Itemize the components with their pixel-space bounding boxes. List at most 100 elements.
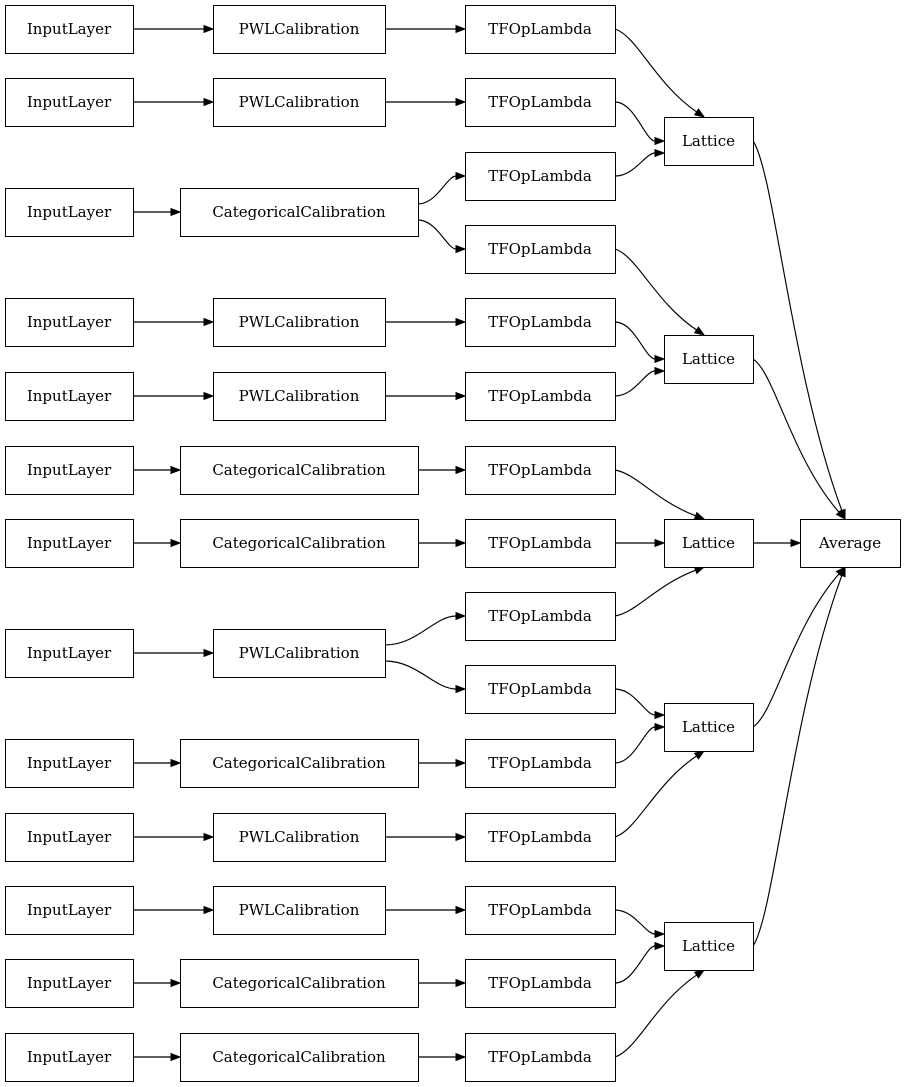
node-box	[179, 958, 420, 1009]
node-label: Lattice	[682, 718, 735, 736]
node-input-layer-1[interactable]: InputLayer	[4, 4, 135, 55]
node-label: TFOpLambda	[488, 20, 592, 38]
node-label: PWLCalibration	[239, 313, 360, 331]
node-input-layer-11[interactable]: InputLayer	[4, 885, 135, 936]
node-box	[663, 702, 755, 753]
node-box	[4, 518, 135, 569]
edge-op4-to-lat2	[614, 248, 706, 336]
node-input-layer-8[interactable]: InputLayer	[4, 628, 135, 679]
node-pwlcalibration-5[interactable]: PWLCalibration	[212, 371, 387, 422]
node-label: CategoricalCalibration	[212, 1048, 386, 1066]
node-input-layer-7[interactable]: InputLayer	[4, 518, 135, 569]
node-categorical-calibration-7[interactable]: CategoricalCalibration	[179, 518, 420, 569]
node-lattice-4[interactable]: Lattice	[663, 702, 755, 753]
node-tfop-lambda-13[interactable]: TFOpLambda	[464, 885, 617, 936]
node-box	[464, 297, 617, 348]
node-input-layer-3[interactable]: InputLayer	[4, 187, 135, 238]
node-tfop-lambda-6[interactable]: TFOpLambda	[464, 371, 617, 422]
edge-arrowhead	[693, 969, 706, 979]
node-box	[464, 4, 617, 55]
edge-arrowhead	[455, 317, 467, 327]
node-tfop-lambda-3[interactable]: TFOpLambda	[464, 151, 617, 202]
edge-cal2-to-op2	[385, 97, 467, 107]
node-tfop-lambda-7[interactable]: TFOpLambda	[464, 445, 617, 496]
node-tfop-lambda-11[interactable]: TFOpLambda	[464, 738, 617, 789]
node-box	[212, 297, 387, 348]
edge-op11-to-lat4	[614, 722, 666, 764]
node-input-layer-4[interactable]: InputLayer	[4, 297, 135, 348]
node-categorical-calibration-3[interactable]: CategoricalCalibration	[179, 187, 420, 238]
node-categorical-calibration-13[interactable]: CategoricalCalibration	[179, 1032, 420, 1083]
edge-cal11-to-op13	[384, 905, 467, 915]
edge-in6-to-cal6	[133, 465, 182, 475]
edge-arrowhead	[455, 758, 467, 768]
node-input-layer-5[interactable]: InputLayer	[4, 371, 135, 422]
node-box	[464, 591, 617, 642]
node-box	[464, 371, 617, 422]
node-label: TFOpLambda	[488, 901, 592, 919]
edge-arrowhead	[455, 832, 467, 842]
node-pwlcalibration-1[interactable]: PWLCalibration	[212, 4, 387, 55]
node-box	[212, 885, 387, 936]
node-input-layer-12[interactable]: InputLayer	[4, 958, 135, 1009]
edge-arrowhead	[654, 710, 666, 720]
node-pwlcalibration-8[interactable]: PWLCalibration	[212, 628, 387, 679]
node-categorical-calibration-6[interactable]: CategoricalCalibration	[179, 445, 420, 496]
node-box	[464, 518, 617, 569]
edge-op7-to-lat3	[614, 469, 706, 520]
node-input-layer-10[interactable]: InputLayer	[4, 812, 135, 863]
node-tfop-lambda-4[interactable]: TFOpLambda	[464, 224, 617, 275]
node-box	[464, 151, 617, 202]
node-box	[4, 445, 135, 496]
node-lattice-5[interactable]: Lattice	[663, 921, 755, 972]
node-label: InputLayer	[27, 901, 112, 919]
node-tfop-lambda-5[interactable]: TFOpLambda	[464, 297, 617, 348]
edge-op2-to-lat1	[614, 101, 666, 146]
node-label: TFOpLambda	[488, 680, 592, 698]
node-label: PWLCalibration	[239, 387, 360, 405]
node-input-layer-6[interactable]: InputLayer	[4, 445, 135, 496]
edge-arrowhead	[203, 97, 215, 107]
edge-line	[614, 28, 697, 113]
edge-op15-to-lat5	[614, 969, 706, 1058]
node-average-1[interactable]: Average	[799, 518, 902, 569]
node-input-layer-2[interactable]: InputLayer	[4, 77, 135, 128]
node-tfop-lambda-9[interactable]: TFOpLambda	[464, 591, 617, 642]
node-lattice-1[interactable]: Lattice	[663, 116, 755, 167]
node-categorical-calibration-12[interactable]: CategoricalCalibration	[179, 958, 420, 1009]
edge-op8-to-lat3	[614, 538, 666, 548]
edge-op6-to-lat2	[614, 366, 666, 397]
node-pwlcalibration-11[interactable]: PWLCalibration	[212, 885, 387, 936]
node-tfop-lambda-2[interactable]: TFOpLambda	[464, 77, 617, 128]
node-lattice-3[interactable]: Lattice	[663, 518, 755, 569]
node-tfop-lambda-8[interactable]: TFOpLambda	[464, 518, 617, 569]
node-input-layer-9[interactable]: InputLayer	[4, 738, 135, 789]
node-pwlcalibration-10[interactable]: PWLCalibration	[212, 812, 387, 863]
node-label: CategoricalCalibration	[212, 974, 386, 992]
node-label: CategoricalCalibration	[212, 203, 386, 221]
node-pwlcalibration-4[interactable]: PWLCalibration	[212, 297, 387, 348]
node-label: InputLayer	[27, 754, 112, 772]
node-box	[179, 738, 420, 789]
edge-in3-to-cal3	[133, 207, 182, 217]
node-label: TFOpLambda	[488, 974, 592, 992]
node-label: TFOpLambda	[488, 313, 592, 331]
node-box	[179, 518, 420, 569]
node-categorical-calibration-9[interactable]: CategoricalCalibration	[179, 738, 420, 789]
node-tfop-lambda-1[interactable]: TFOpLambda	[464, 4, 617, 55]
node-pwlcalibration-2[interactable]: PWLCalibration	[212, 77, 387, 128]
node-label: Lattice	[682, 534, 735, 552]
node-input-layer-13[interactable]: InputLayer	[4, 1032, 135, 1083]
node-tfop-lambda-10[interactable]: TFOpLambda	[464, 664, 617, 715]
edge-cal8-to-op10	[384, 660, 467, 694]
edge-arrowhead	[455, 244, 467, 254]
edge-arrowhead	[203, 905, 215, 915]
node-lattice-2[interactable]: Lattice	[663, 334, 755, 385]
node-label: CategoricalCalibration	[212, 461, 386, 479]
edge-arrowhead	[170, 1052, 182, 1062]
node-tfop-lambda-14[interactable]: TFOpLambda	[464, 958, 617, 1009]
edge-op3-to-lat1	[614, 148, 666, 177]
node-tfop-lambda-12[interactable]: TFOpLambda	[464, 812, 617, 863]
node-tfop-lambda-15[interactable]: TFOpLambda	[464, 1032, 617, 1083]
edge-arrowhead	[693, 108, 706, 118]
